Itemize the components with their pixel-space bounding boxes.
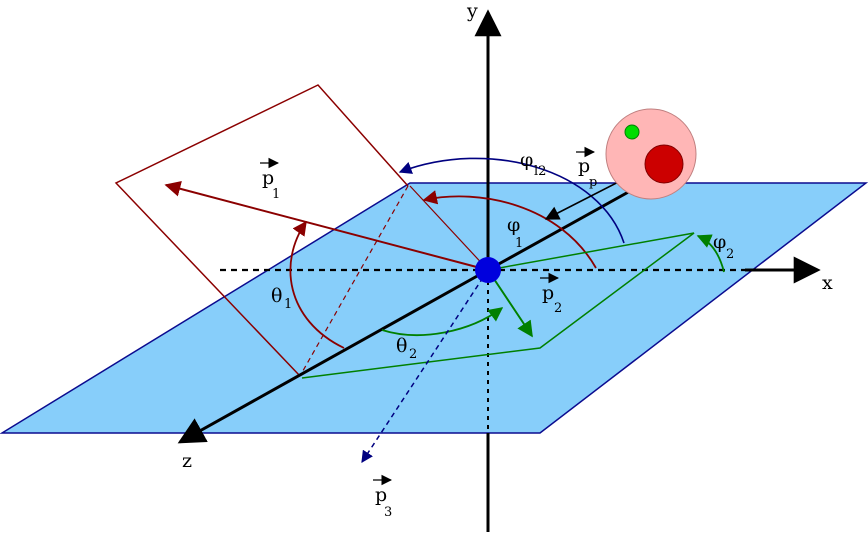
z-axis-label: z [182, 450, 192, 472]
p2-label-sub: 2 [554, 301, 562, 316]
phi2-label: φ 2 [713, 231, 734, 262]
theta1-label-sub: 1 [284, 297, 292, 312]
theta1-arc [289, 220, 345, 349]
pp-label-sub: p [589, 175, 597, 190]
origin-point [475, 257, 501, 283]
phi12-label-base: φ [520, 149, 533, 171]
phi1-arc [422, 190, 597, 269]
phi1-label: φ 1 [507, 214, 523, 251]
theta2-label-sub: 2 [409, 347, 417, 362]
pp-label-base: p [578, 155, 590, 177]
theta2-label-base: θ [396, 335, 407, 357]
p2-vector [487, 269, 533, 338]
p1-plane-hidden-edge [299, 185, 409, 377]
p1-label: p 1 [260, 157, 280, 202]
phi12-arc [398, 157, 625, 244]
x-axis-label: x [822, 272, 833, 294]
phi2-label-sub: 2 [726, 247, 734, 262]
theta2-label: θ 2 [396, 335, 417, 362]
theta1-label: θ 1 [271, 285, 292, 312]
p1-label-base: p [262, 167, 274, 189]
y-axis-label: y [466, 0, 478, 22]
p2-plane-outline [301, 232, 695, 379]
p1-vector [164, 180, 489, 271]
theta1-label-base: θ [271, 285, 282, 307]
phi2-arc [696, 234, 725, 273]
p3-label: p 3 [373, 474, 392, 520]
z-axis [177, 268, 489, 444]
phi12-label-sub: l2 [534, 164, 546, 179]
phi2-label-base: φ [713, 231, 726, 253]
p1-plane-outline [114, 84, 409, 377]
p3-label-sub: 3 [384, 505, 392, 520]
nucleus-big-particle [644, 144, 684, 184]
phi12-label: φ l2 [520, 149, 546, 179]
pp-label: p p [576, 146, 597, 190]
p3-label-base: p [375, 484, 387, 506]
phi1-label-sub: 1 [515, 236, 523, 251]
p3-vector [361, 269, 489, 464]
theta2-arc [381, 307, 504, 336]
nucleus-small-particle [624, 124, 640, 140]
p2-label: p 2 [540, 272, 562, 316]
p2-label-base: p [542, 282, 554, 304]
p1-label-sub: 1 [272, 187, 280, 202]
phi1-label-base: φ [507, 214, 520, 236]
z-axis-back [487, 188, 633, 272]
horizontal-plane [0, 182, 868, 434]
